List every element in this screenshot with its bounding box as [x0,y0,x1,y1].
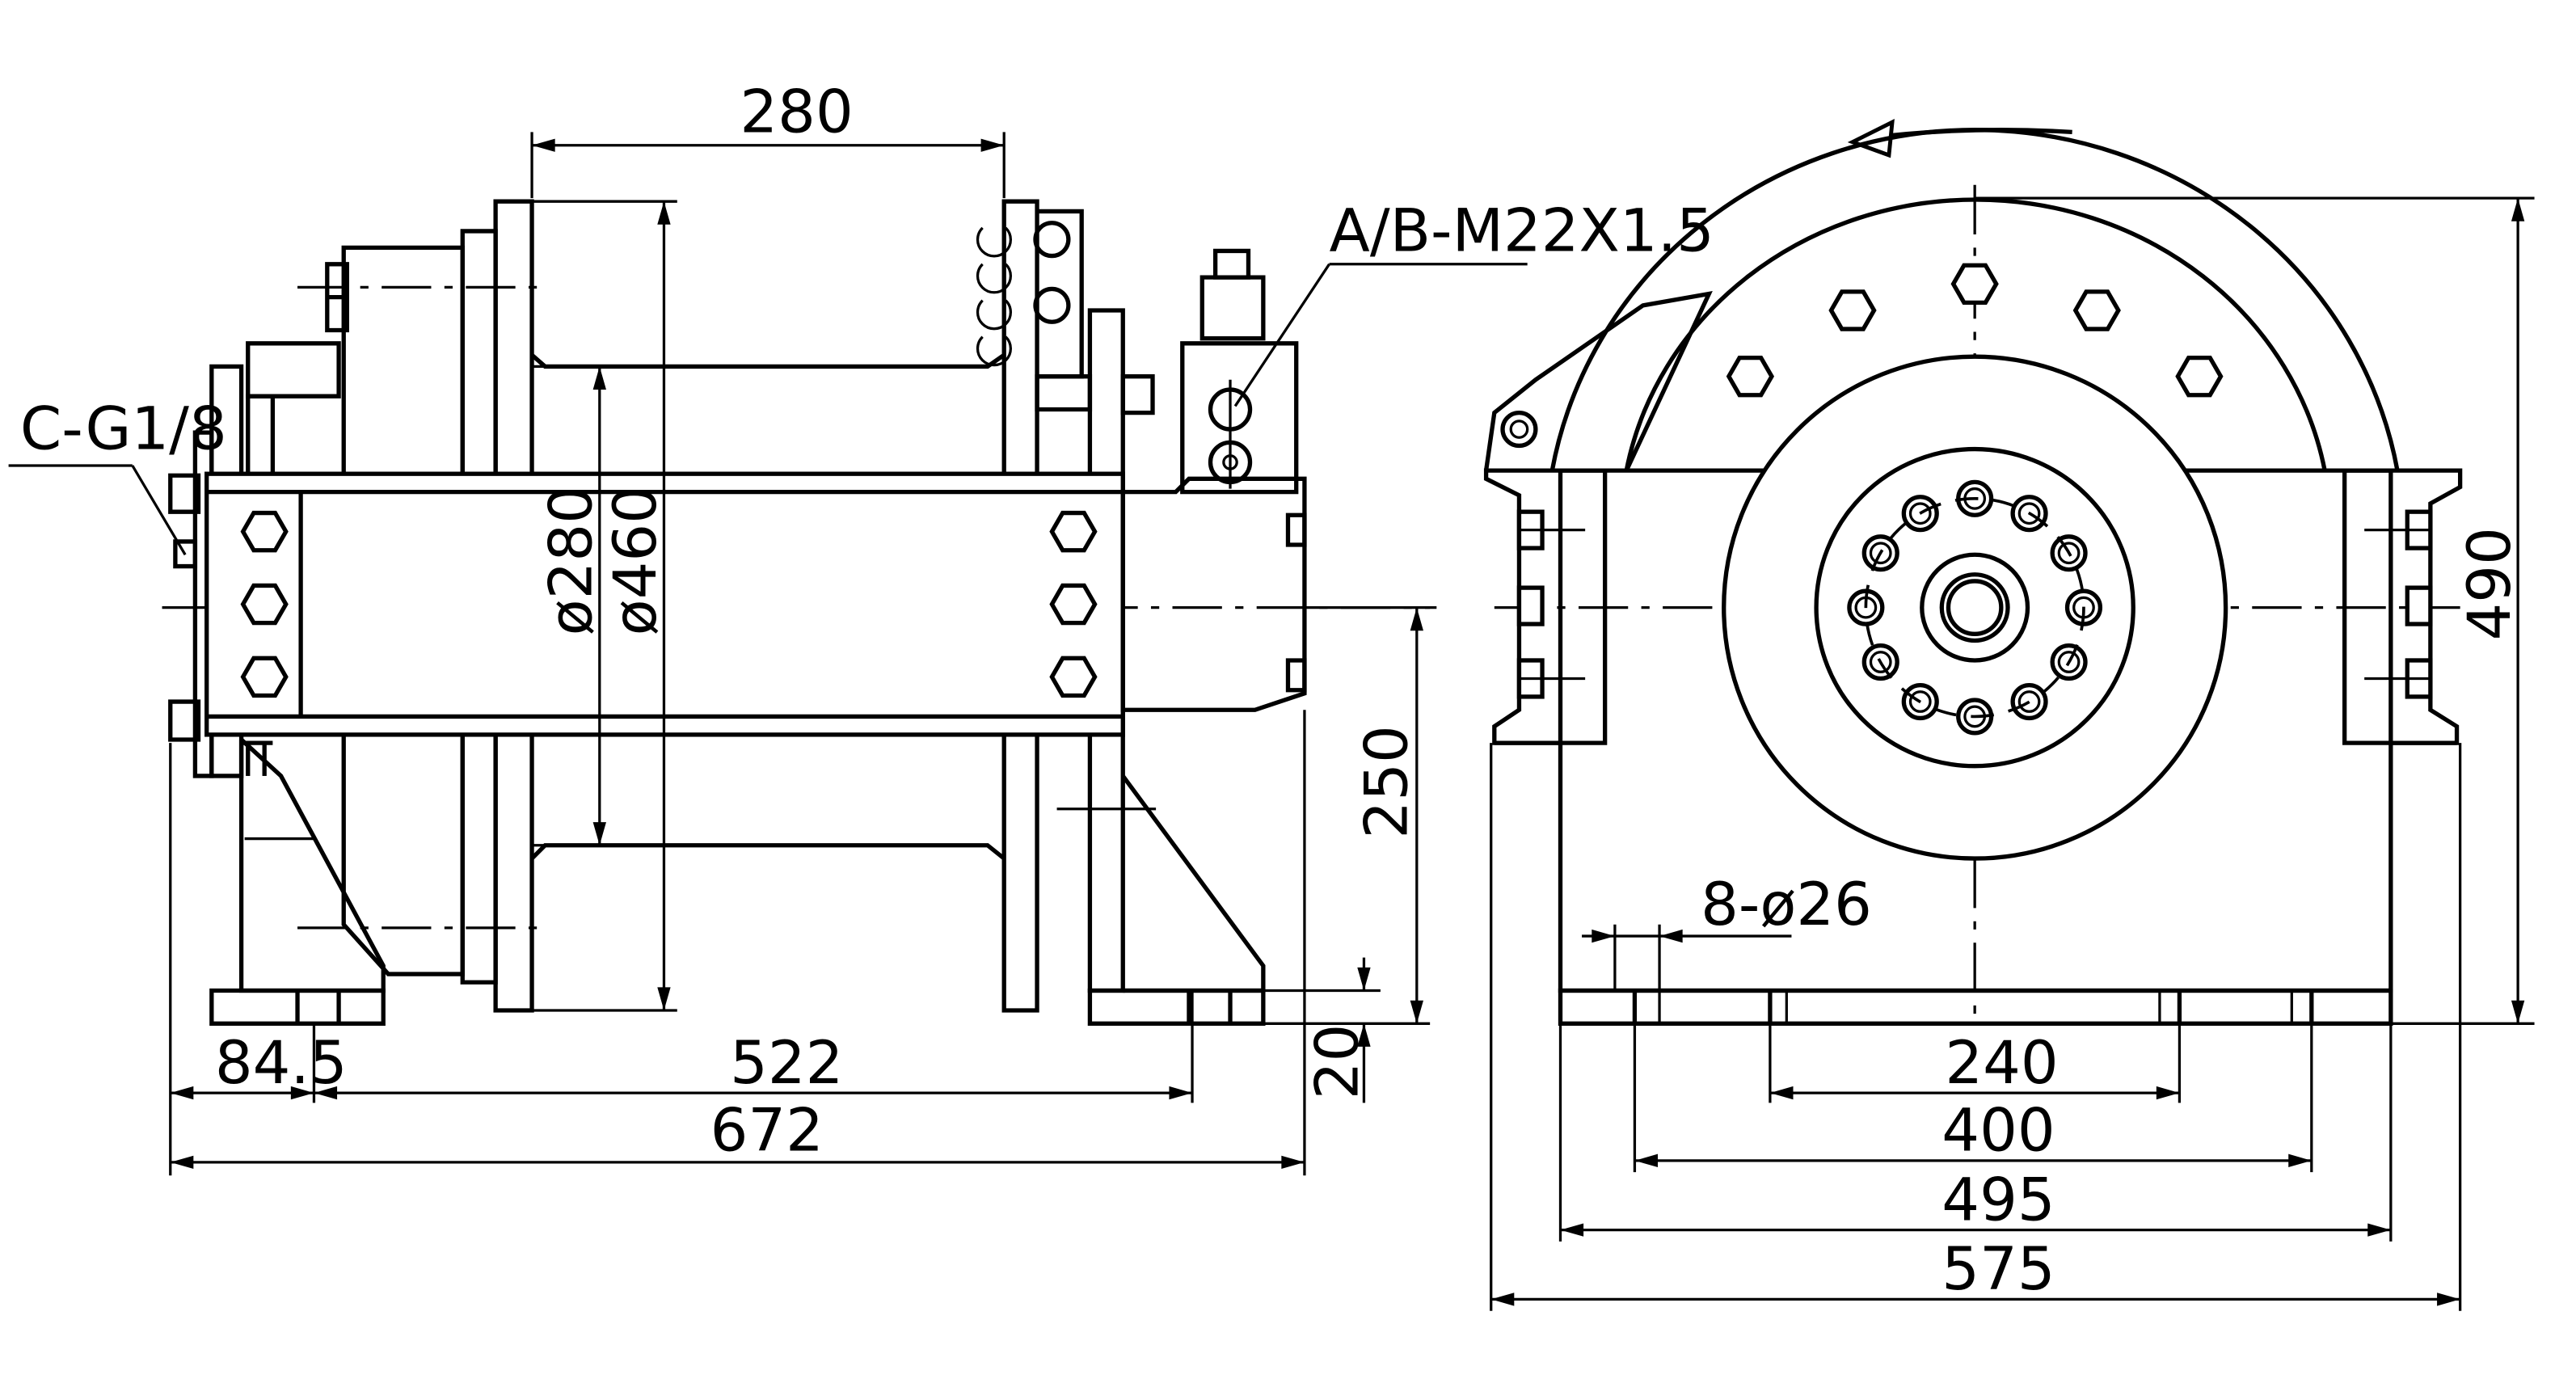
left-offset-label: 84.5 [215,1029,348,1098]
port-ab-label: A/B-M22X1.5 [1330,196,1714,265]
flange-dia-label: ø460 [601,486,670,635]
drum-dia-label: ø280 [538,486,606,635]
holes-label: 8-ø26 [1701,871,1872,939]
base-thickness-label: 20 [1303,1024,1372,1100]
hole-span-label: 522 [730,1029,843,1098]
inner-span-label: 240 [1945,1029,2058,1098]
top-width-label: 280 [740,78,853,146]
base-width-label: 495 [1941,1166,2055,1234]
overall-height-label: 490 [2456,527,2524,640]
bolt-circle [1847,479,2103,736]
right-side-bolts [2364,509,2433,699]
center-height-label: 250 [1353,725,1422,838]
hole-pitch-label: 400 [1941,1097,2055,1166]
front-view: 8-ø26 490 240 400 495 575 [1483,118,2535,1311]
overall-width-label: 575 [1941,1235,2055,1304]
left-side-bolts [1516,509,1586,699]
side-view: ø280 ø460 280 A/B-M22X1.5 C-G1/8 250 20 [8,78,1714,1176]
port-c-label: C-G1/8 [20,395,227,464]
overall-length-label: 672 [710,1097,824,1166]
